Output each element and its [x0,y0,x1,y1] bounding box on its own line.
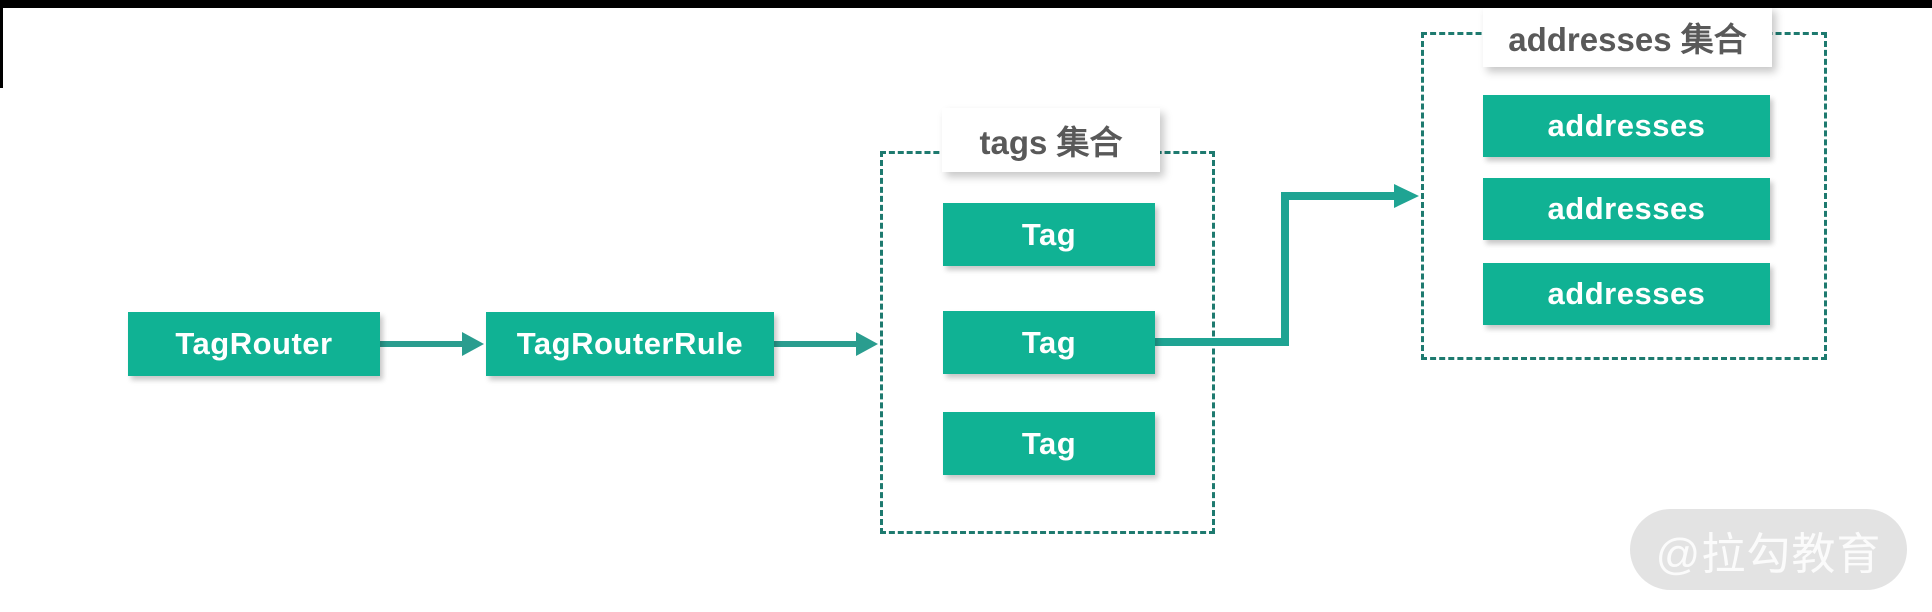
node-tag-2-label: Tag [1021,324,1077,360]
node-tagrouter-label: TagRouter [175,326,333,361]
node-addresses-1: addresses [1483,95,1770,157]
node-addresses-2-label: addresses [1547,191,1706,226]
node-addresses-3-label: addresses [1547,276,1706,311]
node-addresses-2: addresses [1483,178,1770,240]
arrow-tagrouter-to-tagrouterrule [380,332,484,356]
watermark-badge: @拉勾教育 [1630,509,1907,590]
node-tagrouterrule-label: TagRouterRule [516,326,744,361]
node-tagrouter: TagRouter [128,312,380,376]
watermark-text: @拉勾教育 [1655,529,1882,579]
node-addresses-1-label: addresses [1547,108,1706,143]
addresses-group-title: addresses 集合 [1483,6,1772,67]
node-tag-2: Tag [943,311,1155,374]
arrow-tagrouterrule-to-tags-group [774,332,878,356]
node-tag-3: Tag [943,412,1155,475]
tags-group-title-label: tags 集合 [979,124,1123,161]
node-tagrouterrule: TagRouterRule [486,312,774,376]
tags-group-title: tags 集合 [942,108,1160,172]
node-tag-1-label: Tag [1021,216,1077,252]
addresses-group-title-label: addresses 集合 [1508,20,1747,58]
left-letterbox-bar [0,0,3,88]
node-addresses-3: addresses [1483,263,1770,325]
top-letterbox-bar [0,0,1932,8]
node-tag-3-label: Tag [1021,425,1077,461]
node-tag-1: Tag [943,203,1155,266]
